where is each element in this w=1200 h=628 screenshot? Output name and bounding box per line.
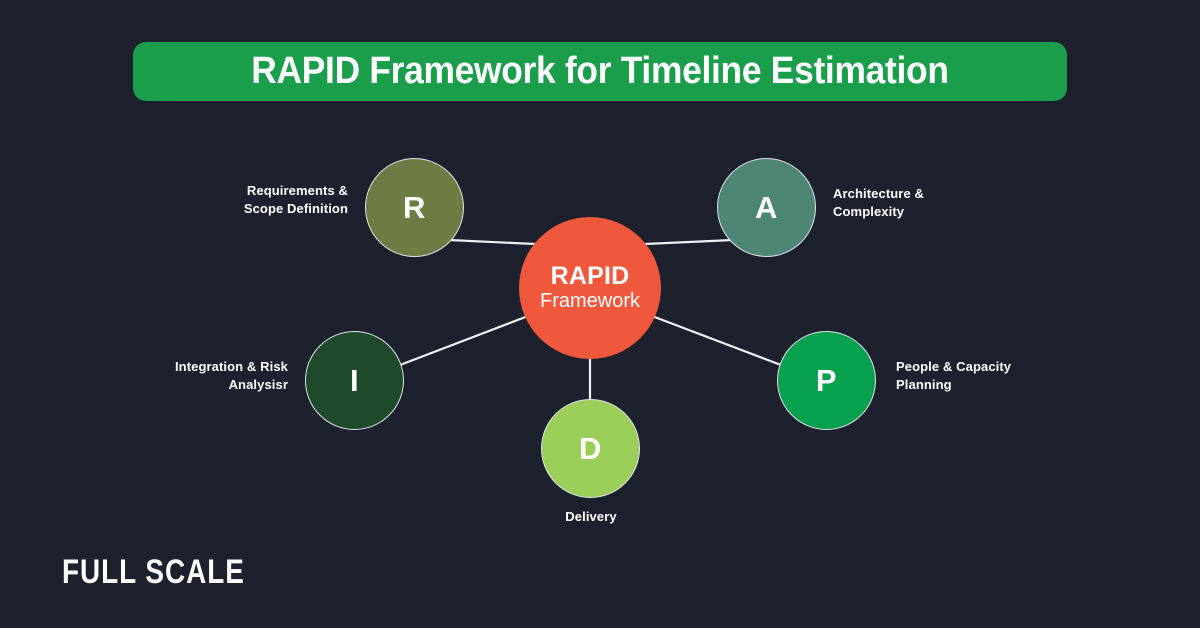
center-node-title: RAPID — [550, 261, 630, 290]
node-a-label-line1: Architecture & — [833, 186, 924, 201]
node-p[interactable]: P — [777, 331, 876, 430]
node-r-letter: R — [403, 190, 426, 225]
node-i[interactable]: I — [305, 331, 404, 430]
page-title: RAPID Framework for Timeline Estimation — [251, 50, 949, 92]
connector-center-to-p — [651, 314, 782, 367]
node-a-label: Architecture & Complexity — [833, 185, 1023, 220]
connector-center-to-r — [448, 238, 536, 246]
node-rapid-center[interactable]: RAPID Framework — [519, 217, 661, 359]
node-i-label-line1: Integration & Risk — [174, 359, 288, 374]
full-scale-logo: FULL SCALE — [62, 553, 245, 591]
node-d-label: Delivery — [491, 508, 691, 526]
node-d-letter: D — [579, 431, 602, 466]
page-title-banner: RAPID Framework for Timeline Estimation — [133, 42, 1067, 101]
node-r-label: Requirements & Scope Definition — [168, 182, 348, 217]
node-i-letter: I — [349, 363, 360, 398]
node-a[interactable]: A — [717, 158, 816, 257]
node-d-label-line1: Delivery — [565, 509, 617, 524]
node-d[interactable]: D — [541, 399, 640, 498]
node-r-label-line2: Scope Definition — [243, 200, 348, 216]
node-p-label: People & Capacity Planning — [896, 358, 1096, 393]
node-p-letter: P — [815, 363, 838, 398]
node-a-label-line2: Complexity — [833, 203, 905, 219]
center-node-subtitle: Framework — [539, 290, 640, 313]
connector-center-to-a — [644, 238, 734, 246]
node-i-label-line2: Analysisr — [228, 376, 288, 392]
node-r[interactable]: R — [365, 158, 464, 257]
node-p-label-line1: People & Capacity — [896, 359, 1012, 374]
connector-center-to-i — [399, 314, 529, 367]
node-a-letter: A — [755, 190, 778, 225]
node-r-label-line1: Requirements & — [246, 183, 348, 198]
node-i-label: Integration & Risk Analysisr — [88, 358, 288, 393]
node-p-label-line2: Planning — [896, 376, 952, 392]
